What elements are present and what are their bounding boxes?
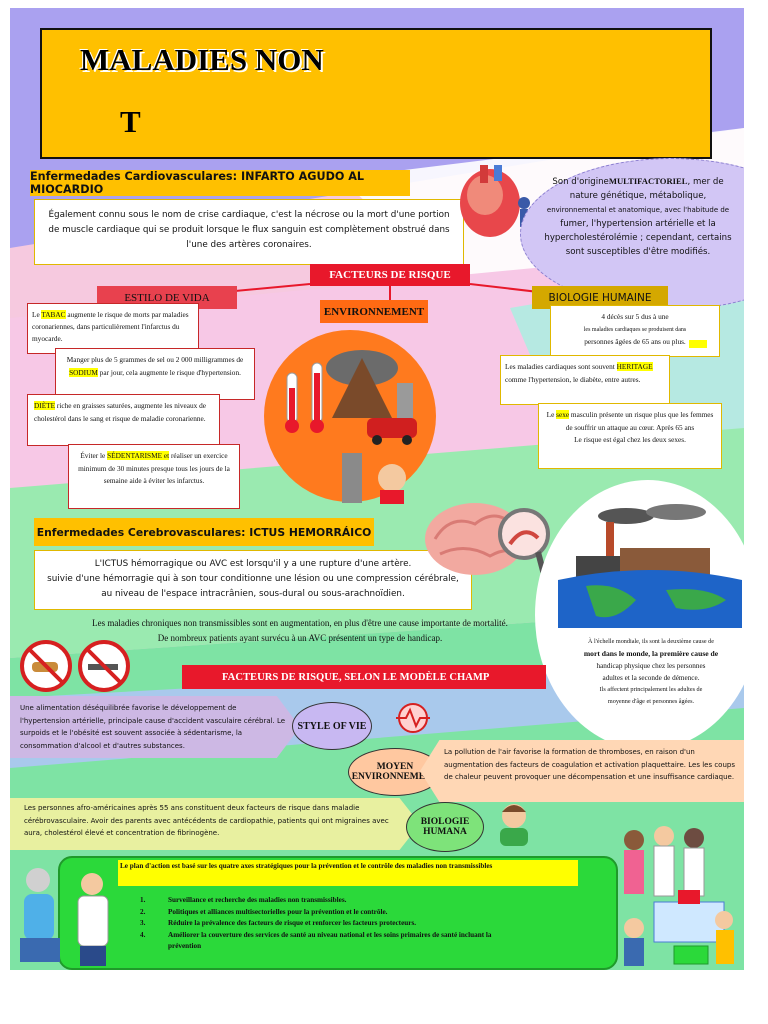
bio-b1: 4 décès sur 5 dus à une [601, 312, 669, 321]
bio-highlight-mark [689, 340, 707, 348]
globe-t2: mort dans le monde, la première cause de [583, 649, 719, 658]
model-style-text: Une alimentation déséquilibrée favorise … [10, 696, 300, 758]
bio-b3b: sexe [556, 410, 570, 419]
plan-intro-highlight [118, 860, 578, 886]
estilo-b4c: réaliser un exercice minimum de 30 minut… [78, 451, 230, 485]
plan-item: 3. Réduire la prévalence des facteurs de … [140, 918, 500, 930]
bio-box-sexe: Le sexe masculin présente un risque plus… [538, 403, 722, 469]
estilo-b1a: Le [32, 310, 42, 319]
plan-intro: Le plan d'action est basé sur les quatre… [120, 862, 493, 870]
plan-item-num: 1. [140, 896, 146, 904]
brain-illustration [425, 503, 550, 591]
bio-box-heritage: Les maladies cardiaques sont souvent HER… [500, 355, 670, 405]
heartbeat-icon [396, 703, 430, 733]
plan-item: 4. Améliorer la couverture des services d… [140, 930, 500, 953]
globe-t6: moyenne d'âge et personnes âgées. [607, 698, 695, 705]
label-bio: BIOLOGIE HUMAINE [532, 286, 668, 309]
chronic-l2: De nombreux patients ayant survécu à un … [157, 633, 443, 643]
estilo-b3b: riche en graisses saturées, augmente les… [34, 401, 207, 423]
origin-text-3: fumer, l'hypertension artérielle et la h… [544, 219, 732, 257]
estilo-b4a: Éviter le [80, 451, 108, 460]
plan-item: 1. Surveillance et recherche des maladies… [140, 895, 500, 907]
factory-globe-illustration [558, 504, 742, 628]
page-title-line2: T [120, 104, 141, 139]
origin-text-1c: , mer de nature génétique, métabolique, [569, 177, 724, 201]
origin-text-1: Son d'origine [552, 177, 609, 187]
risk-banner: FACTEURS DE RISQUE [310, 264, 470, 286]
estilo-b1c: augmente le risque de morts par maladies… [32, 310, 189, 343]
bio-b2c: comme l'hypertension, le diabète, entre … [505, 374, 641, 384]
cardio-text: Également connu sous le nom de crise car… [34, 199, 464, 265]
cerebro-l1: L'ICTUS hémorragique ou AVC est lorsqu'i… [94, 559, 412, 569]
plan-item-text: Surveillance et recherche des maladies n… [168, 896, 347, 904]
plan-item: 2. Politiques et alliances multisectoriel… [140, 907, 500, 919]
health-workers-illustration [624, 826, 734, 966]
plan-list: 1. Surveillance et recherche des maladies… [140, 895, 500, 953]
model-banner: FACTEURS DE RISQUE, SELON LE MODÈLE CHAM… [182, 665, 546, 689]
bio-b2b: HERITAGE [616, 362, 653, 371]
prohibition-icons [20, 640, 130, 692]
model-bio-label: BIOLOGIE HUMANA [406, 802, 484, 852]
chronic-text: Les maladies chroniques non transmissibl… [50, 616, 550, 646]
model-env-text: La pollution de l'air favorise la format… [420, 740, 744, 802]
title-box: MALADIES NON T [40, 28, 712, 159]
bio-b2a: Les maladies cardiaques sont souvent [505, 362, 617, 371]
estilo-b4b: SÉDENTARISME et [107, 451, 170, 460]
globe-t1: À l'échelle mondiale, ils sont la deuxiè… [587, 638, 715, 645]
plan-item-text: Réduire la prévalence des facteurs de ri… [168, 919, 417, 927]
page-title: MALADIES NON [80, 42, 324, 77]
globe-text: À l'échelle mondiale, ils sont la deuxiè… [555, 636, 744, 708]
estilo-box-tabac: Le TABAC augmente le risque de morts par… [27, 303, 199, 354]
globe-t3: handicap physique chez les personnes [596, 662, 706, 670]
origin-text: Son d'origineMULTIFACTORIEL, mer de natu… [538, 174, 738, 259]
cerebro-text: L'ICTUS hémorragique ou AVC est lorsqu'i… [34, 550, 472, 610]
estilo-b2b: SODIUM [69, 367, 98, 377]
sick-person-icon [500, 804, 528, 846]
bio-b1b: les maladies cardiaques se produisent da… [583, 326, 687, 333]
poster: MALADIES NON T Enfermedades Cardiovascul… [10, 8, 744, 970]
bio-b3d: Le risque est égal chez les deux sexes. [574, 435, 686, 444]
cerebro-l2: suivie d'une hémorragie qui à son tour c… [47, 574, 459, 599]
estilo-b1b: TABAC [41, 310, 66, 319]
estilo-box-sedentarisme: Éviter le SÉDENTARISME et réaliser un ex… [68, 444, 240, 509]
bio-box-age: 4 décès sur 5 dus à une les maladies car… [550, 305, 720, 357]
bio-b1c: personnes âgées de 65 ans ou plus. [584, 337, 686, 346]
globe-t4: adultes et la seconde de démence. [602, 674, 700, 682]
origin-text-2: environnemental et anatomique, avec l'ha… [546, 206, 730, 214]
estilo-box-diete: DIÈTE riche en graisses saturées, augmen… [27, 394, 220, 446]
plan-item-text: Améliorer la couverture des services de … [168, 930, 492, 951]
cerebro-header: Enfermedades Cerebrovasculares: ICTUS HE… [34, 518, 374, 546]
cardio-header: Enfermedades Cardiovasculares: INFARTO A… [30, 170, 410, 196]
model-bio-text: Les personnes afro-américaines après 55 … [10, 798, 420, 850]
doctor-patient-illustration [20, 868, 109, 966]
chronic-l1: Les maladies chroniques non transmissibl… [92, 618, 508, 628]
estilo-box-sodium: Manger plus de 5 grammes de sel ou 2 000… [55, 348, 255, 400]
estilo-b2a: Manger plus de 5 grammes de sel ou 2 000… [66, 355, 244, 364]
environment-illustration [264, 330, 436, 504]
globe-t5: Ils affectent principalement les adultes… [599, 686, 703, 693]
bio-b3a: Le [546, 410, 557, 419]
model-style-label: STYLE OF VIE [292, 702, 372, 750]
estilo-b2c: par jour, cela augmente le risque d'hype… [97, 367, 241, 377]
plan-item-num: 4. [140, 930, 146, 939]
label-env: ENVIRONNEMENT [320, 300, 428, 323]
plan-item-num: 2. [140, 907, 146, 916]
plan-item-text: Politiques et alliances multisectorielle… [168, 907, 388, 916]
origin-multifactoriel: MULTIFACTORIEL [608, 176, 688, 186]
bio-b3c: masculin présente un risque plus que les… [565, 410, 714, 432]
plan-item-num: 3. [140, 919, 146, 927]
estilo-b3a: DIÈTE [34, 401, 56, 410]
